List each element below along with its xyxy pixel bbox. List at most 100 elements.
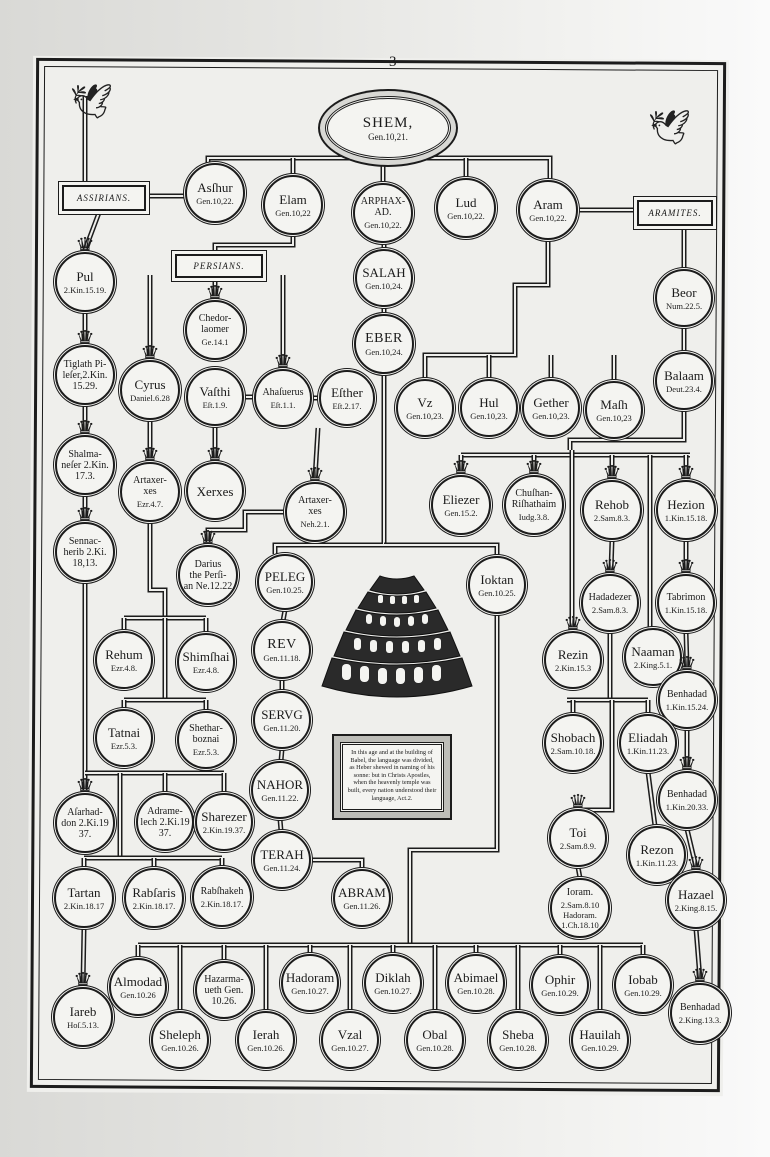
person-node-xerxes: Xerxes [186, 462, 244, 520]
scripture-reference: 1.Kin.20.33. [665, 801, 709, 812]
scripture-reference: Gen.10.26 [120, 989, 156, 1000]
connector-line [314, 427, 319, 479]
crown-icon: ♛ [75, 774, 95, 799]
scripture-reference: Gen.10.29. [624, 987, 662, 998]
scripture-reference: Gen.11.22. [261, 792, 299, 803]
person-name: Diklah [375, 969, 411, 985]
person-name: Aram [533, 196, 563, 212]
person-node-tiglath: Tiglath Pi- leſer,2.Kin. 15.29. [55, 345, 115, 405]
crown-icon: ♛ [600, 555, 620, 580]
person-name: SALAH [362, 264, 406, 280]
crown-icon: ♛ [205, 443, 225, 468]
person-name: Hauilah [579, 1026, 621, 1042]
scripture-reference: Eſt.1.9. [202, 399, 228, 410]
person-name: Chedor- laomer [198, 313, 232, 335]
connector-line [147, 522, 168, 618]
connector-line [569, 410, 685, 450]
scripture-reference: Gen.10,23. [470, 410, 508, 421]
person-name: Aſarhad- don 2.Ki.19 37. [61, 806, 109, 840]
person-name: Abimael [453, 969, 499, 985]
connector-line [274, 374, 385, 554]
scripture-reference: Num.22.5. [665, 300, 703, 311]
person-name: Vzal [337, 1026, 363, 1042]
scripture-reference: Ezr.4.8. [110, 662, 138, 673]
person-name: SERVG [261, 706, 303, 722]
person-name: Obal [422, 1026, 448, 1042]
person-name: Hadadezer [588, 591, 632, 603]
scripture-reference: Gen.10.25. [478, 587, 516, 598]
scripture-reference: Ezr.4.7. [136, 499, 164, 509]
connector-line [686, 828, 697, 868]
person-name: Shimſhai [182, 648, 230, 664]
scripture-reference: 2.Sam.10.18. [550, 745, 596, 756]
person-node-shalmaneser: Shalma- neſer 2.Kin. 17.3. [55, 435, 115, 495]
connector-line [647, 771, 656, 827]
tower-of-babel-illustration [321, 575, 473, 698]
person-name: Ioram. [566, 886, 594, 898]
person-name: Rabſhakeh [200, 885, 244, 897]
person-name: Asſhur [197, 179, 233, 195]
person-node-darius: Darius the Perſi- an Ne.12.22 [178, 545, 238, 605]
crown-icon: ♛ [75, 326, 95, 351]
scripture-reference: Gen.10.27. [291, 985, 329, 996]
person-name: Tabrimon [666, 591, 706, 603]
person-name: TERAH [260, 846, 304, 862]
scripture-reference: Gen.10.25. [266, 584, 304, 595]
connector-line [82, 927, 85, 984]
scripture-reference: 2.King.13.3. [678, 1014, 722, 1025]
scripture-reference: Ezr.4.8. [192, 664, 220, 675]
scripture-reference: Gen.10,22 [275, 207, 311, 218]
person-name: Rehum [105, 646, 143, 662]
scripture-reference: 2.Sam.8.3. [591, 604, 629, 615]
crown-icon: ♛ [690, 964, 710, 989]
assyrians-label: ASSIRIANS. [62, 185, 146, 211]
connector-line [214, 235, 294, 256]
person-name: Ophir [544, 971, 576, 987]
person-name: PELEG [264, 568, 306, 584]
person-name: Vaſthi [199, 383, 231, 399]
scripture-reference: Gen.10,22. [529, 212, 567, 223]
scripture-reference: 2.King.8.15. [674, 902, 718, 913]
person-name: Beor [671, 284, 697, 300]
person-name: Hadoram [285, 969, 335, 985]
person-name: Gether [533, 394, 569, 410]
crown-icon: ♛ [140, 341, 160, 366]
scripture-reference: 2.Sam.8.3. [593, 512, 631, 523]
person-name: NAHOR [256, 776, 304, 792]
person-name: Maſh [600, 396, 628, 412]
person-name: Tiglath Pi- leſer,2.Kin. 15.29. [62, 358, 108, 392]
connector-line [311, 859, 363, 869]
person-name: Ahaſuerus [262, 386, 304, 398]
scripture-reference: Gen.11.26. [343, 900, 381, 911]
connector-line [384, 544, 498, 556]
